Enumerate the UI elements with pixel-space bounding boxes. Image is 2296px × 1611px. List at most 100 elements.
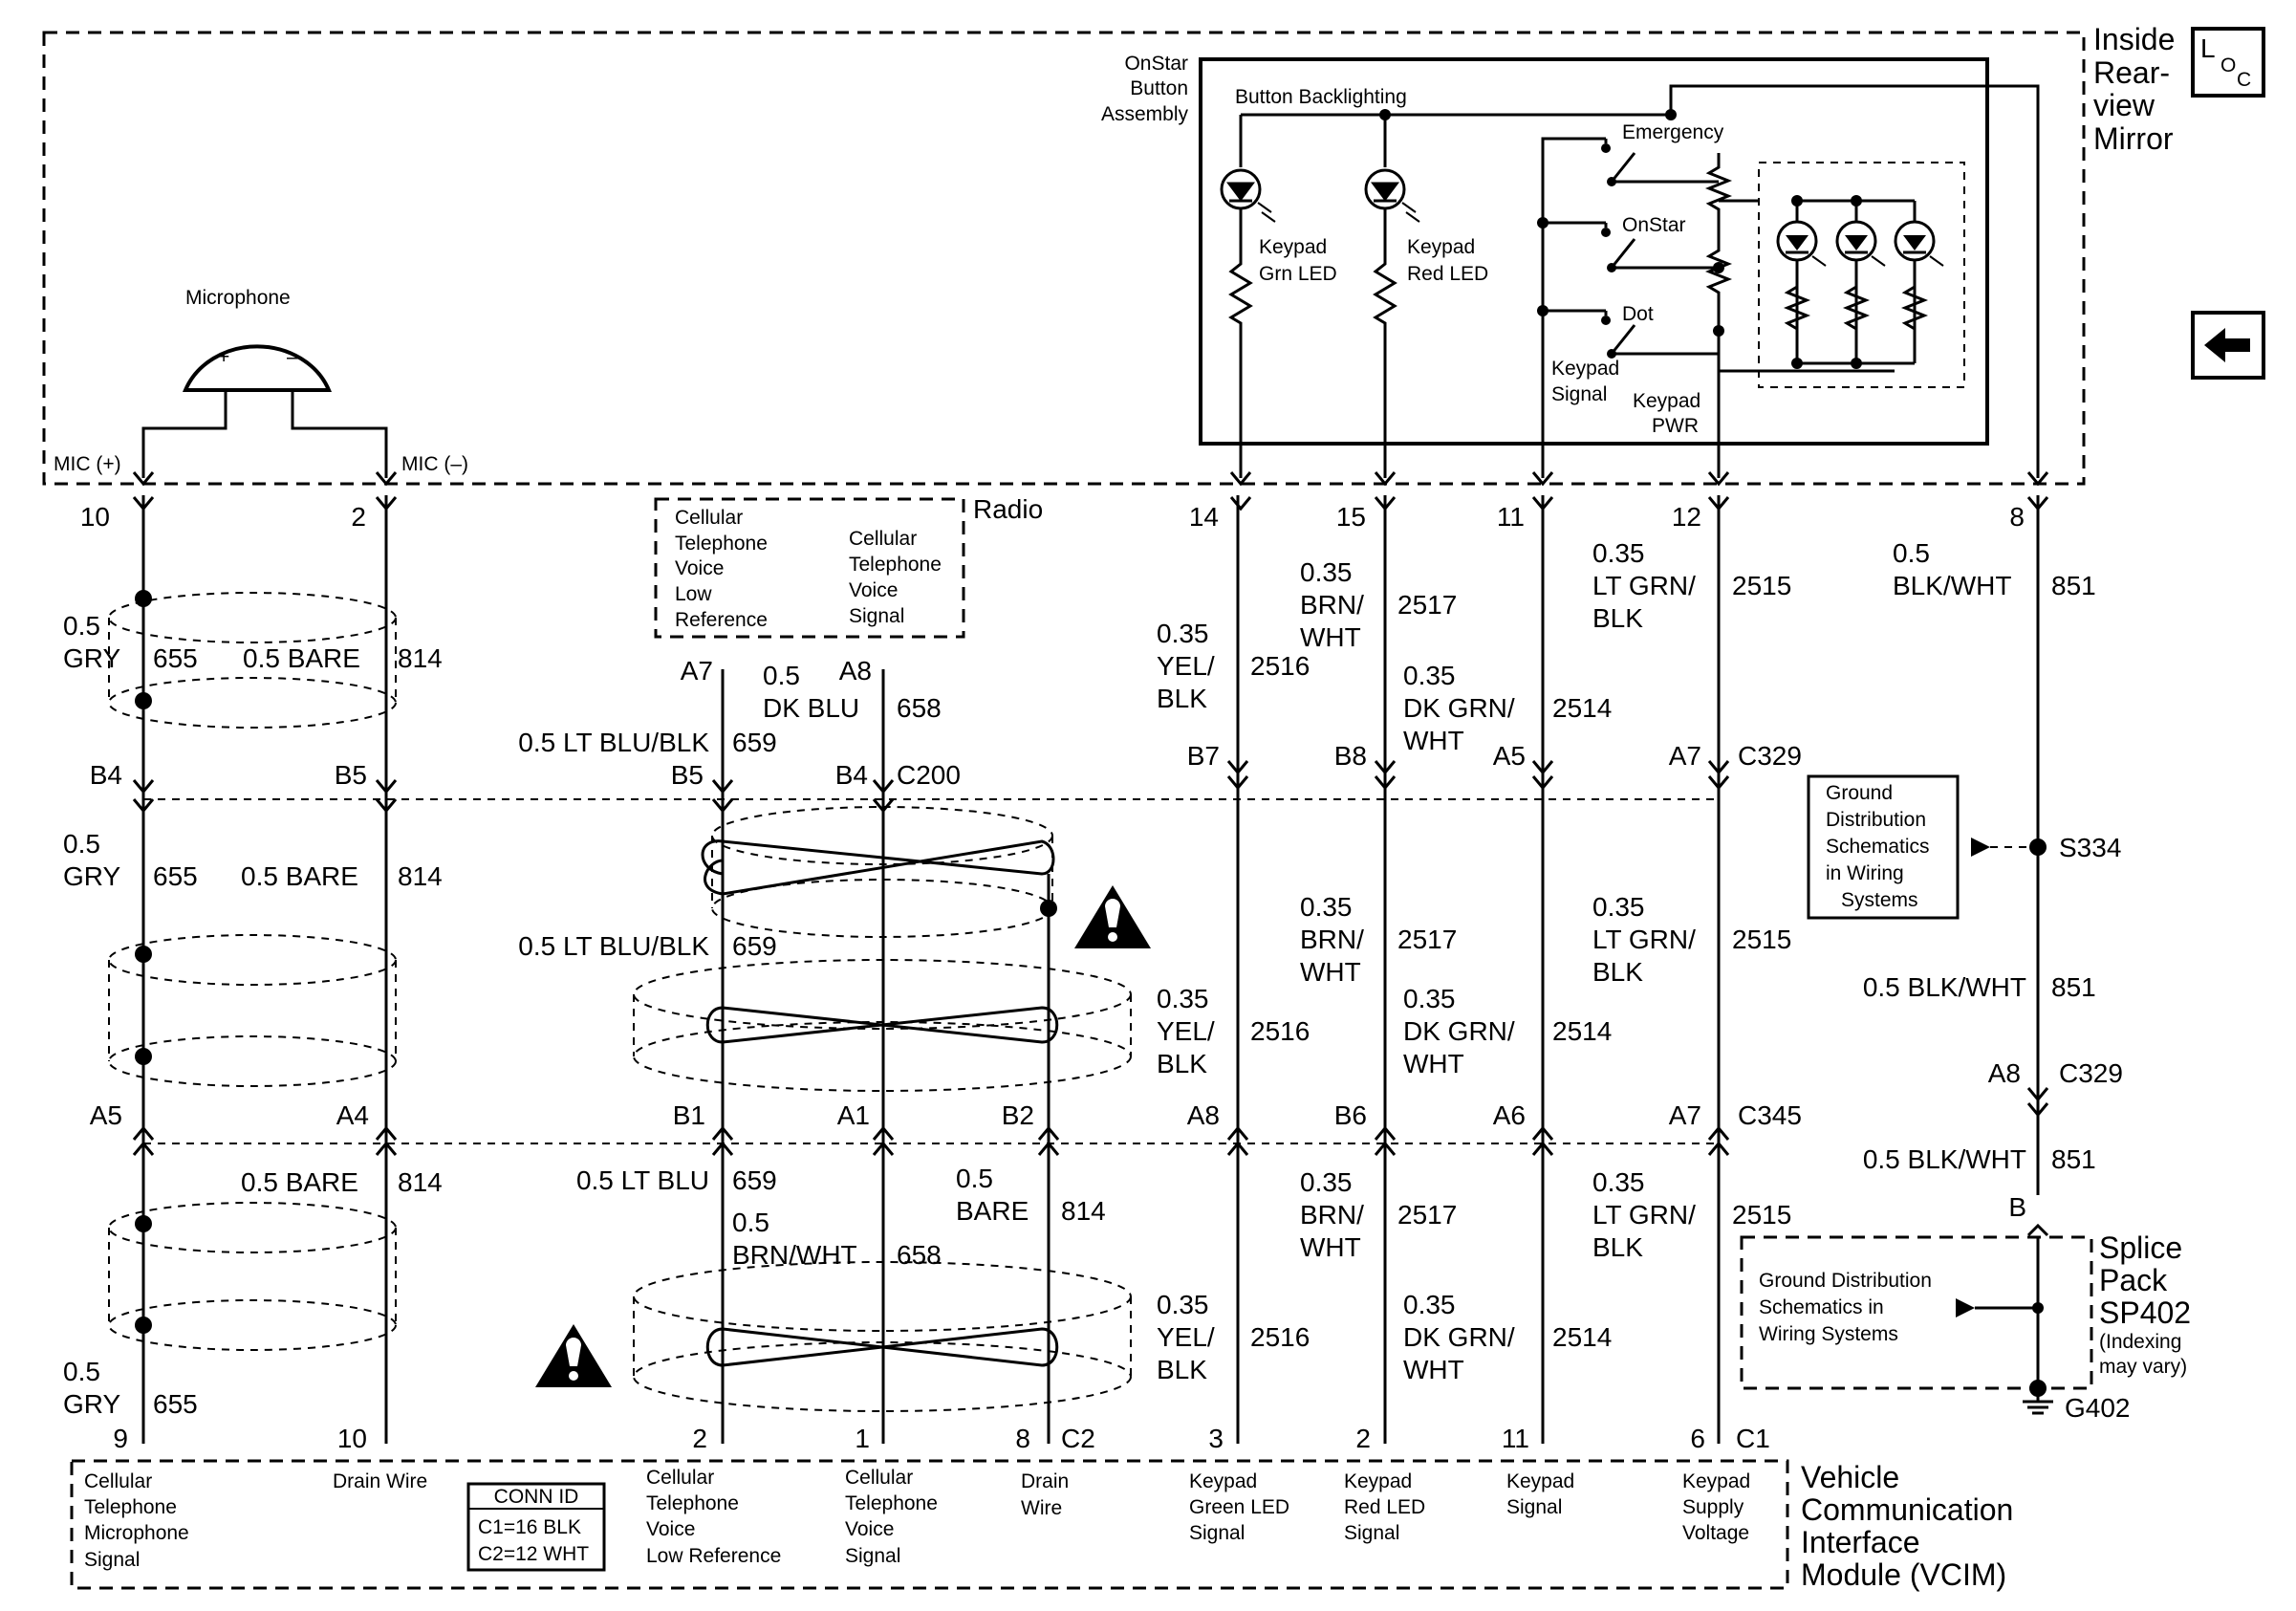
svg-text:BRN/WHT: BRN/WHT xyxy=(732,1240,857,1270)
svg-text:C329: C329 xyxy=(2059,1058,2123,1088)
svg-text:10: 10 xyxy=(80,502,110,532)
svg-text:Keypad: Keypad xyxy=(1407,236,1475,258)
svg-text:0.35: 0.35 xyxy=(1157,619,1209,648)
svg-text:A4: A4 xyxy=(336,1100,369,1130)
svg-text:0.5 LT BLU: 0.5 LT BLU xyxy=(576,1165,709,1195)
svg-text:0.35: 0.35 xyxy=(1592,1167,1645,1197)
radio-right-label: Cellular Telephone Voice Signal xyxy=(849,528,942,627)
loc-icon[interactable]: L O C xyxy=(2191,27,2265,98)
svg-text:Mirror: Mirror xyxy=(2093,121,2174,156)
svg-text:O: O xyxy=(2220,54,2236,76)
svg-text:11: 11 xyxy=(1502,1424,1529,1453)
vcim-label-mic-signal: Cellular Telephone Microphone Signal xyxy=(84,1470,189,1571)
svg-text:9: 9 xyxy=(113,1424,128,1453)
svg-text:Green LED: Green LED xyxy=(1189,1496,1289,1518)
mic-pos-label: MIC (+) xyxy=(54,453,121,475)
svg-text:C2: C2 xyxy=(1061,1424,1095,1453)
svg-text:0.5: 0.5 xyxy=(763,661,800,690)
svg-text:BRN/: BRN/ xyxy=(1300,590,1364,620)
svg-text:655: 655 xyxy=(153,643,198,673)
svg-text:Schematics: Schematics xyxy=(1826,836,1930,858)
shield-twisted-pair-1 xyxy=(108,590,397,729)
svg-text:Telephone: Telephone xyxy=(849,554,942,576)
svg-text:B4: B4 xyxy=(835,760,868,790)
conn-id-box xyxy=(466,1482,606,1572)
svg-text:Radio: Radio xyxy=(973,494,1043,524)
svg-text:BLK: BLK xyxy=(1592,957,1643,987)
svg-text:BRN/: BRN/ xyxy=(1300,925,1364,954)
keypad-red-led xyxy=(1364,168,1420,478)
svg-text:658: 658 xyxy=(897,693,942,723)
svg-text:–: – xyxy=(287,346,298,368)
svg-text:0.35: 0.35 xyxy=(1157,1290,1209,1319)
svg-text:2: 2 xyxy=(351,502,366,532)
onstar-button-assembly xyxy=(1199,57,1989,446)
twisted-pair-shield-a xyxy=(701,806,1057,938)
svg-text:3: 3 xyxy=(1208,1424,1224,1453)
svg-text:A1: A1 xyxy=(837,1100,870,1130)
svg-text:WHT: WHT xyxy=(1403,726,1464,755)
button-backlighting-label: Button Backlighting xyxy=(1235,86,1407,108)
svg-text:B: B xyxy=(2008,1192,2026,1222)
svg-text:2: 2 xyxy=(1355,1424,1371,1453)
svg-text:659: 659 xyxy=(732,728,777,757)
shield-twisted-pair-2 xyxy=(108,934,397,1087)
svg-text:DK GRN/: DK GRN/ xyxy=(1403,1322,1515,1352)
mirror-connector-terminals xyxy=(132,471,2049,512)
ground-distribution-box xyxy=(1807,774,1960,920)
svg-text:A5: A5 xyxy=(90,1100,122,1130)
svg-text:0.35: 0.35 xyxy=(1157,984,1209,1013)
svg-text:Signal: Signal xyxy=(845,1545,900,1567)
svg-text:6: 6 xyxy=(1690,1424,1705,1453)
svg-text:Cellular: Cellular xyxy=(675,507,743,529)
keypad-grn-led xyxy=(1220,168,1276,478)
svg-text:0.35: 0.35 xyxy=(1300,557,1353,587)
svg-text:Wiring Systems: Wiring Systems xyxy=(1759,1323,1898,1345)
vcim-boundary xyxy=(70,1459,1789,1590)
svg-text:BLK: BLK xyxy=(1592,1232,1643,1262)
svg-text:GRY: GRY xyxy=(63,861,120,891)
svg-text:Keypad: Keypad xyxy=(1189,1470,1257,1492)
svg-text:Signal: Signal xyxy=(84,1549,140,1571)
svg-text:Communication: Communication xyxy=(1801,1492,2013,1527)
svg-text:2515: 2515 xyxy=(1732,571,1791,600)
svg-text:B5: B5 xyxy=(671,760,704,790)
svg-text:BARE: BARE xyxy=(956,1196,1029,1226)
svg-text:14: 14 xyxy=(1189,502,1219,532)
svg-text:B7: B7 xyxy=(1187,741,1220,771)
svg-text:OnStar: OnStar xyxy=(1622,214,1686,236)
svg-text:A7: A7 xyxy=(1669,1100,1701,1130)
svg-text:0.5 BLK/WHT: 0.5 BLK/WHT xyxy=(1863,972,2026,1002)
svg-text:Low Reference: Low Reference xyxy=(646,1545,781,1567)
svg-text:0.5 BLK/WHT: 0.5 BLK/WHT xyxy=(1863,1144,2026,1174)
svg-text:Cellular: Cellular xyxy=(84,1470,152,1492)
svg-text:Module (VCIM): Module (VCIM) xyxy=(1801,1557,2006,1592)
svg-text:LT GRN/: LT GRN/ xyxy=(1592,571,1696,600)
svg-text:Signal: Signal xyxy=(1551,383,1607,405)
svg-text:2514: 2514 xyxy=(1552,1016,1612,1046)
svg-text:Voice: Voice xyxy=(675,557,724,579)
svg-text:0.35: 0.35 xyxy=(1300,1167,1353,1197)
svg-text:Cellular: Cellular xyxy=(849,528,917,550)
svg-text:0.35: 0.35 xyxy=(1592,538,1645,568)
onstar-assembly-label: OnStar Button Assembly xyxy=(1101,53,1189,125)
svg-text:in Wiring: in Wiring xyxy=(1826,862,1904,884)
vcim-label-drain-wire: Drain Wire xyxy=(333,1470,427,1492)
svg-text:Inside: Inside xyxy=(2093,22,2175,56)
connector-terminals-row1 xyxy=(132,760,1730,814)
svg-text:C345: C345 xyxy=(1738,1100,1802,1130)
svg-text:0.5 LT BLU/BLK: 0.5 LT BLU/BLK xyxy=(518,931,709,961)
splice-s334 xyxy=(2029,838,2047,856)
svg-text:1: 1 xyxy=(855,1424,870,1453)
svg-text:PWR: PWR xyxy=(1652,415,1699,437)
svg-text:2517: 2517 xyxy=(1397,590,1457,620)
svg-text:2516: 2516 xyxy=(1250,1322,1310,1352)
svg-text:(Indexing: (Indexing xyxy=(2099,1331,2181,1353)
svg-text:BLK: BLK xyxy=(1592,603,1643,633)
twisted-pair-shield-c xyxy=(633,1261,1132,1412)
arrow-left-icon[interactable] xyxy=(2191,311,2265,380)
svg-text:YEL/: YEL/ xyxy=(1157,1016,1215,1046)
connector-terminals-row2 xyxy=(132,1087,2049,1156)
circuit-wires xyxy=(141,495,2040,1444)
svg-text:2517: 2517 xyxy=(1397,925,1457,954)
